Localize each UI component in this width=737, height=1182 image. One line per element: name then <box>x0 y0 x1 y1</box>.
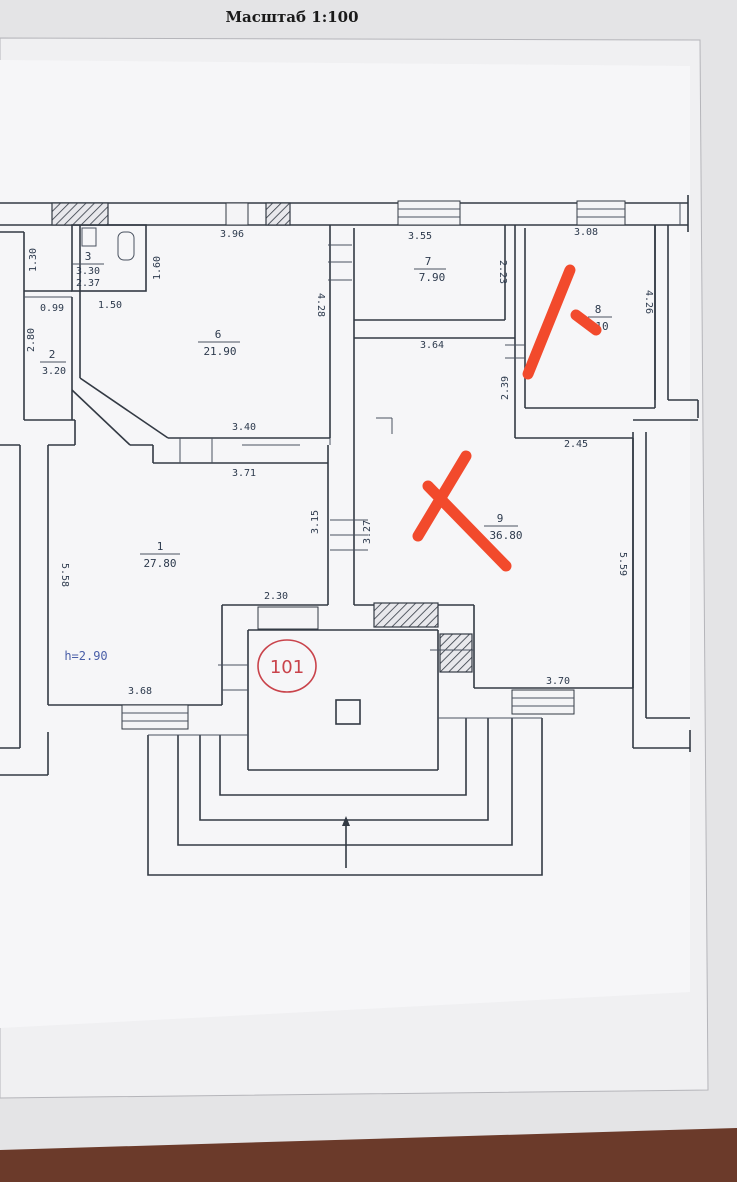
window <box>576 200 626 226</box>
room-1-area: 27.80 <box>143 557 176 570</box>
dimension-label: 3.68 <box>128 686 152 697</box>
window <box>121 704 189 730</box>
dimension-label: 2.80 <box>26 328 37 352</box>
room-3-area: 3.30 <box>76 266 100 277</box>
room-labels: 3 3.30 2.37 2 3.20 6 21.90 7 7.90 8 10 9… <box>40 250 612 570</box>
hatched-block <box>439 633 473 673</box>
room-2-number: 2 <box>49 348 56 361</box>
dimension-label: 3.71 <box>232 468 256 479</box>
hatched-block <box>373 602 439 628</box>
dimension-label: 3.70 <box>546 676 570 687</box>
red-marks <box>412 264 602 572</box>
dimension-label: 3.64 <box>420 340 444 351</box>
toilet-fixture <box>117 231 135 261</box>
window <box>511 689 575 715</box>
window <box>257 606 319 630</box>
drawing-area <box>0 60 690 1028</box>
hatched-block <box>265 202 291 226</box>
dimension-label: 2.23 <box>497 260 508 284</box>
room-3-number: 3 <box>85 250 92 263</box>
dimension-label: 3.96 <box>220 229 244 240</box>
window <box>225 202 249 226</box>
dimension-label: 3.27 <box>362 520 373 544</box>
dimension-label: 5.58 <box>59 563 70 587</box>
room-9-number: 9 <box>497 512 504 525</box>
stamp-number: 101 <box>270 657 304 678</box>
room-walls-right <box>354 225 656 715</box>
room-6-number: 6 <box>215 328 222 341</box>
room-1-walls <box>47 420 328 730</box>
red-slash-mark <box>522 264 576 380</box>
ceiling-height-note: h=2.90 <box>64 649 107 663</box>
dimension-label: 3.15 <box>310 510 321 534</box>
dimension-label: 4.28 <box>315 293 326 317</box>
room-8-number: 8 <box>595 303 602 316</box>
dimension-label: 1.60 <box>152 256 163 280</box>
room-6-area: 21.90 <box>203 345 236 358</box>
dimension-label: 2.39 <box>500 376 511 400</box>
dimension-label: 3.08 <box>574 227 598 238</box>
dimension-label: 2.30 <box>264 591 288 602</box>
dimension-label: 3.55 <box>408 231 432 242</box>
dimension-label: 2.45 <box>564 439 588 450</box>
room-7-number: 7 <box>425 255 432 268</box>
room-9-area: 36.80 <box>489 529 522 542</box>
dimension-labels: 1.30 1.60 3.96 3.55 3.08 0.99 1.50 2.23 … <box>26 227 654 697</box>
dimension-label: 3.40 <box>232 422 256 433</box>
dimension-label: 1.50 <box>98 300 122 311</box>
scale-title: Масштаб 1:100 <box>225 8 358 26</box>
room-1-number: 1 <box>157 540 164 553</box>
column <box>335 699 361 725</box>
sink-fixture <box>81 227 97 247</box>
dimension-label: 1.30 <box>28 248 39 272</box>
dimension-label: 4.26 <box>643 290 654 314</box>
window <box>397 200 461 226</box>
room-stamp: 101 <box>257 639 317 693</box>
red-tick-mark <box>570 309 602 336</box>
dimension-label: 5.59 <box>617 552 628 576</box>
room-3-extra: 2.37 <box>76 278 100 289</box>
tick-marks <box>328 244 525 551</box>
hatched-chimney <box>51 202 109 226</box>
dimension-label: 0.99 <box>40 303 64 314</box>
room-7-area: 7.90 <box>419 271 446 284</box>
entrance-hall <box>147 602 543 876</box>
room-walls-left <box>24 224 355 605</box>
red-cross-mark <box>422 480 512 572</box>
room-2-area: 3.20 <box>42 366 66 377</box>
